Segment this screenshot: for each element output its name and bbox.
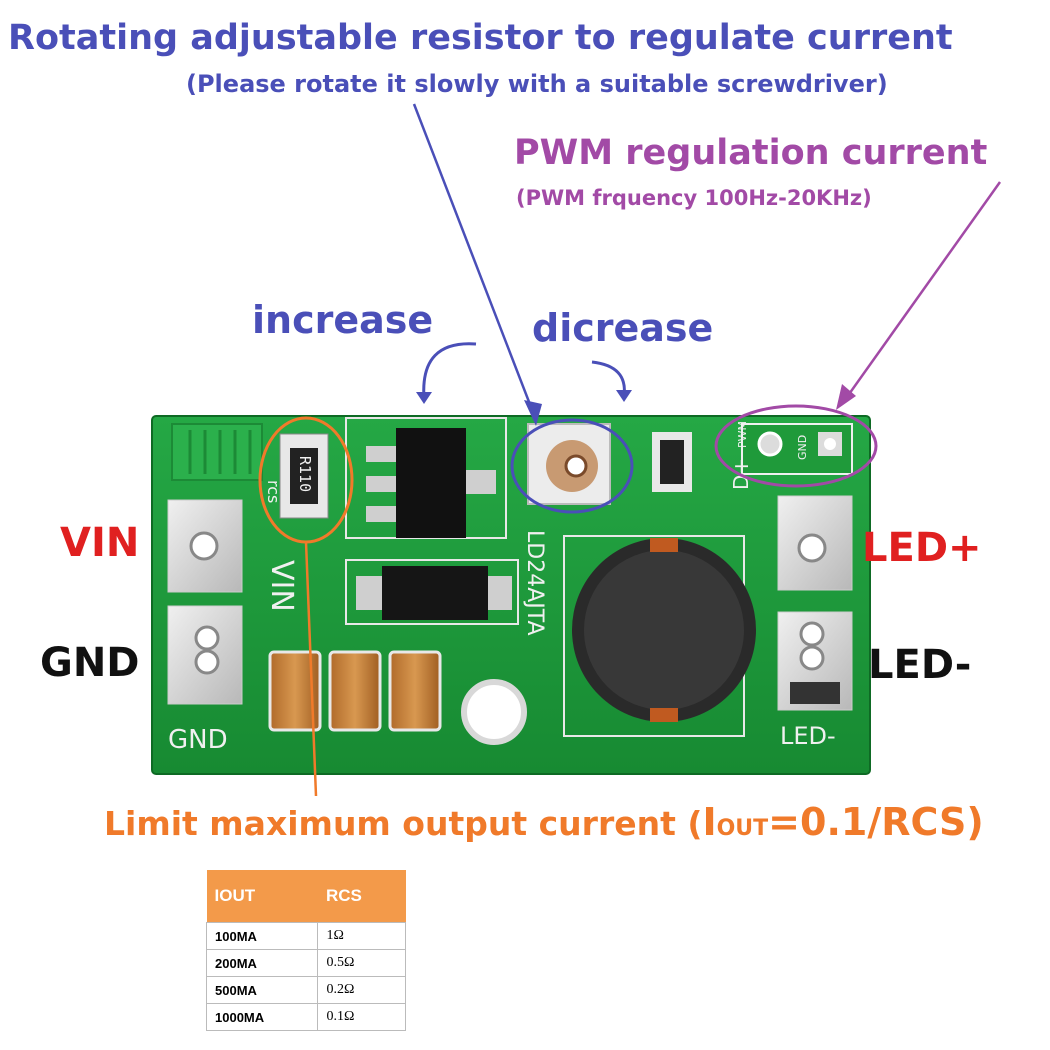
table-row: 200MA 0.5Ω — [205, 949, 406, 977]
vin-label: VIN — [60, 520, 140, 566]
limit-caption: Limit maximum output current (IOUT=0.1/R… — [104, 800, 984, 844]
table-header-rcs: RCS — [317, 870, 406, 923]
increase-arrow — [422, 342, 477, 399]
table-cell-rcs: 1Ω — [317, 922, 406, 950]
table-cell-rcs: 0.2Ω — [317, 976, 406, 1004]
diode-outline — [345, 559, 519, 625]
capacitor-3 — [388, 650, 442, 732]
table-header-iout: IOUT — [206, 870, 318, 923]
silk-led-minus: LED- — [780, 722, 836, 750]
copper-area — [171, 423, 263, 481]
table-cell-iout: 500MA — [205, 976, 319, 1004]
silk-rcs: rcs — [264, 480, 283, 503]
pot-pointer-line — [412, 103, 538, 421]
capacitor-1 — [268, 650, 322, 732]
pot-pointer-arrowhead — [524, 400, 542, 426]
pwm-subtitle: (PWM frquency 100Hz-20KHz) — [516, 186, 872, 210]
table-cell-iout: 100MA — [205, 922, 319, 950]
silk-vin: VIN — [264, 560, 299, 612]
pot-highlight — [510, 418, 634, 514]
limit-formula: =0.1/RCS) — [768, 800, 984, 844]
limit-prefix: Limit maximum output current ( — [104, 804, 703, 843]
rcs-table: IOUT RCS 100MA 1Ω 200MA 0.5Ω 500MA 0.2Ω … — [205, 870, 406, 1031]
silk-r110: R110 — [296, 456, 314, 492]
silk-pwm: PWM — [736, 421, 749, 448]
led-plus-label: LED+ — [862, 525, 982, 571]
pwm-highlight — [714, 404, 878, 488]
silk-gnd: GND — [168, 725, 228, 755]
table-row: 1000MA 0.1Ω — [205, 1003, 406, 1031]
led-minus-label: LED- — [868, 642, 972, 688]
table-cell-iout: 200MA — [205, 949, 319, 977]
table-header-row: IOUT RCS — [206, 870, 406, 923]
table-cell-rcs: 0.1Ω — [317, 1003, 406, 1031]
pwm-pointer-line — [840, 181, 1002, 405]
table-cell-rcs: 0.5Ω — [317, 949, 406, 977]
pot-subtitle: (Please rotate it slowly with a suitable… — [186, 70, 888, 98]
limit-i: I — [702, 800, 717, 844]
decrease-label: dicrease — [532, 306, 714, 350]
limit-out: OUT — [716, 816, 769, 841]
pwm-pointer-arrowhead — [836, 384, 856, 410]
table-row: 500MA 0.2Ω — [205, 976, 406, 1004]
capacitor-2 — [328, 650, 382, 732]
silk-gnd-small: GND — [796, 435, 809, 460]
diode — [382, 566, 488, 620]
table-row: 100MA 1Ω — [205, 922, 406, 950]
pwm-title: PWM regulation current — [514, 133, 988, 173]
rcs-pointer-line — [304, 541, 318, 797]
gnd-label: GND — [40, 640, 140, 686]
increase-label: increase — [252, 298, 434, 342]
sot-ic — [396, 428, 466, 538]
mounting-hole — [461, 679, 527, 745]
silk-chip: LD24AJTA — [522, 530, 547, 636]
pot-title: Rotating adjustable resistor to regulate… — [8, 18, 953, 58]
table-cell-iout: 1000MA — [205, 1003, 319, 1031]
